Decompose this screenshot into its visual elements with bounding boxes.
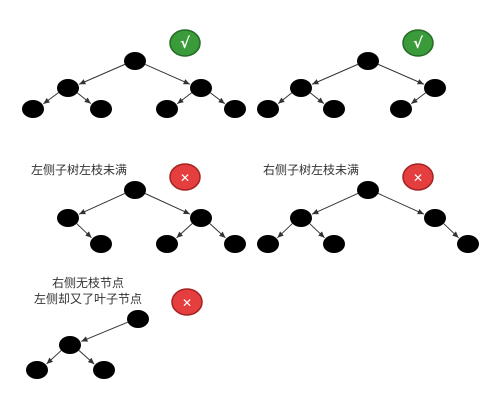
tree-3-badge-glyph: ✕ — [180, 171, 190, 185]
tree-2-node-r — [357, 52, 379, 70]
tree-1-node-e — [156, 100, 178, 118]
tree-3-node-f — [224, 235, 246, 253]
tree-5-node-d — [93, 361, 115, 379]
caption-tree-3: 左侧子树左枝未满 — [31, 163, 128, 177]
tree-3-node-d — [90, 235, 112, 253]
cross-icon: ✕ — [171, 288, 203, 316]
check-icon: √ — [402, 29, 434, 57]
cross-icon: ✕ — [402, 163, 434, 191]
tree-3-edge-r-b — [144, 193, 191, 215]
tree-1-edge-b-e — [176, 92, 192, 105]
tree-2-edge-b-e — [410, 92, 426, 105]
tree-5-node-r — [127, 310, 149, 328]
tree-2-badge-glyph: √ — [413, 34, 424, 52]
tree-3-edge-a-d — [76, 223, 92, 239]
tree-2-node-e — [390, 100, 412, 118]
tree-4-node-r — [357, 181, 379, 199]
tree-4-node-b — [424, 209, 446, 227]
tree-1-badge-glyph: √ — [180, 34, 191, 52]
tree-5-badge-glyph: ✕ — [182, 296, 192, 310]
tree-4-node-c — [257, 235, 279, 253]
tree-3-edge-b-e — [176, 223, 193, 239]
tree-2-node-a — [290, 79, 312, 97]
tree-4 — [257, 181, 479, 253]
tree-1-edge-r-a — [78, 63, 125, 85]
tree-5-edge-r-a — [81, 321, 128, 342]
caption-tree-5-line-1: 右侧无枝节点 — [51, 276, 124, 290]
tree-1-edge-r-b — [144, 63, 191, 85]
tree-3-node-a — [57, 209, 79, 227]
tree-2-edge-a-c — [277, 92, 293, 105]
tree-1-node-a — [57, 79, 79, 97]
tree-4-edge-r-a — [311, 193, 359, 215]
tree-1-edge-a-d — [76, 92, 92, 105]
tree-2-edge-r-a — [311, 63, 358, 85]
tree-4-edge-a-c — [277, 223, 293, 239]
tree-1-edge-a-c — [42, 92, 59, 105]
tree-4-badge-glyph: ✕ — [413, 171, 423, 185]
tree-1-node-b — [190, 79, 212, 97]
tree-1-node-f — [224, 100, 246, 118]
badges-layer: √ √ ✕ ✕ ✕ — [169, 29, 434, 316]
tree-5-node-c — [26, 361, 48, 379]
tree-4-edge-b-f — [443, 223, 459, 239]
tree-3 — [57, 181, 246, 253]
tree-1-node-d — [90, 100, 112, 118]
tree-3-node-r — [124, 181, 146, 199]
tree-3-edge-b-f — [209, 223, 226, 239]
caption-tree-4: 右侧子树左枝未满 — [263, 163, 360, 177]
tree-2-edge-r-b — [378, 63, 425, 85]
tree-1 — [22, 52, 246, 118]
tree-3-edge-r-a — [78, 193, 126, 215]
tree-4-node-f — [457, 235, 479, 253]
tree-1-edge-b-f — [210, 92, 226, 105]
tree-5-edge-a-c — [46, 350, 62, 365]
tree-1-node-c — [22, 100, 44, 118]
tree-2-node-b — [424, 79, 446, 97]
tree-4-edge-r-b — [377, 193, 425, 215]
tree-2-edge-a-d — [309, 92, 325, 105]
tree-4-edge-a-d — [309, 223, 325, 239]
tree-5-node-a — [59, 336, 81, 354]
check-icon: √ — [169, 29, 201, 57]
caption-tree-5-line-2: 左侧却又了叶子节点 — [33, 292, 142, 306]
tree-3-node-e — [156, 235, 178, 253]
tree-2-node-c — [257, 100, 279, 118]
tree-4-node-a — [290, 209, 312, 227]
tree-5 — [26, 310, 149, 379]
tree-3-node-b — [190, 209, 212, 227]
tree-2-node-d — [323, 100, 345, 118]
tree-4-node-d — [323, 235, 345, 253]
tree-2 — [257, 52, 446, 118]
trees-layer — [22, 52, 479, 379]
tree-5-edge-a-d — [78, 349, 95, 365]
tree-1-node-r — [124, 52, 146, 70]
cross-icon: ✕ — [169, 163, 201, 191]
